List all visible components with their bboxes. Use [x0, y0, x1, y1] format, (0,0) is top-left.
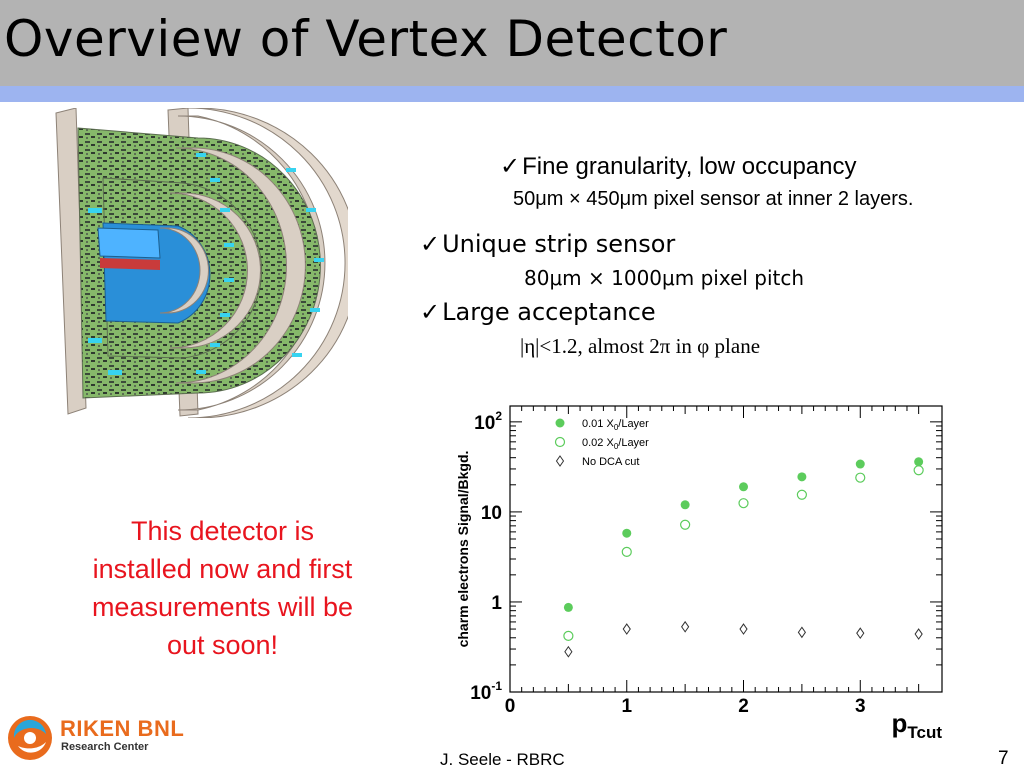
data-point-series-2: [563, 630, 574, 641]
installation-note: This detector is installed now and first…: [91, 516, 354, 660]
data-point-series-3: [856, 627, 865, 640]
legend-label-1: 0.01 X0/Layer: [582, 418, 649, 432]
bullet-strip-sensor: ✓Unique strip sensor: [420, 230, 676, 258]
legend-marker-2: [554, 436, 566, 448]
data-point-series-3: [914, 628, 923, 640]
logo-subtitle: Research Center: [61, 741, 149, 753]
data-point-series-1: [680, 500, 690, 510]
bullet-large-acceptance: ✓Large acceptance: [420, 298, 656, 326]
riken-bnl-logo: [8, 716, 52, 760]
legend-marker-1: [555, 418, 565, 428]
y-tick-label: 102: [474, 409, 502, 434]
legend-label-2: 0.02 X0/Layer: [582, 437, 649, 451]
x-tick-label: 2: [738, 696, 749, 717]
data-point-series-2: [621, 546, 632, 557]
vertex-detector-illustration: [55, 108, 348, 418]
y-tick-label: 10-1: [470, 679, 502, 704]
logo-name: RIKEN BNL: [60, 716, 185, 741]
checkmark-icon: ✓: [500, 153, 521, 180]
data-point-series-1: [563, 602, 573, 612]
page-number: 7: [998, 748, 1009, 769]
bullet-fine-granularity-detail: 50μm × 450μm pixel sensor at inner 2 lay…: [513, 188, 914, 210]
bullet-fine-granularity: ✓Fine granularity, low occupancy: [500, 153, 857, 180]
footer-author: J. Seele - RBRC: [440, 750, 565, 769]
data-point-series-3: [681, 620, 690, 633]
slide-title: Overview of Vertex Detector: [4, 10, 728, 68]
bullet-large-acceptance-detail: |η|<1.2, almost 2π in φ plane: [520, 334, 761, 358]
signal-background-chart: 0 1 2 3 10-1 1 10 102 charm electrons Signal/Bkg…: [455, 405, 943, 738]
legend-label-3: No DCA cut: [582, 456, 639, 468]
data-point-series-3: [797, 626, 807, 639]
data-point-series-1: [855, 459, 865, 469]
y-axis-label: charm electrons Signal/Bkgd.: [455, 451, 471, 648]
y-tick-label: 1: [491, 593, 502, 614]
x-tick-label: 0: [505, 696, 516, 717]
data-point-series-3: [564, 645, 573, 658]
legend-marker-3: [555, 455, 565, 467]
x-tick-label: 3: [855, 696, 866, 717]
data-point-series-1: [914, 457, 924, 467]
data-point-series-2: [913, 465, 924, 476]
bullet-strip-sensor-detail: 80μm × 1000μm pixel pitch: [524, 266, 805, 290]
title-stripe: [0, 86, 1024, 102]
data-point-series-3: [622, 623, 631, 635]
data-point-series-2: [796, 489, 807, 500]
data-point-series-3: [739, 623, 748, 635]
data-point-series-1: [622, 528, 632, 538]
plot-frame: [509, 405, 943, 693]
checkmark-icon: ✓: [420, 298, 441, 326]
data-point-series-2: [738, 498, 749, 509]
data-point-series-1: [797, 472, 807, 482]
data-point-series-2: [855, 472, 866, 483]
x-axis-label: pTcut: [891, 708, 942, 738]
x-tick-label: 1: [621, 696, 632, 717]
y-tick-label: 10: [481, 503, 502, 524]
data-point-series-2: [680, 519, 691, 530]
data-point-series-1: [739, 482, 749, 492]
title-bar: [0, 0, 1024, 86]
checkmark-icon: ✓: [420, 230, 441, 258]
